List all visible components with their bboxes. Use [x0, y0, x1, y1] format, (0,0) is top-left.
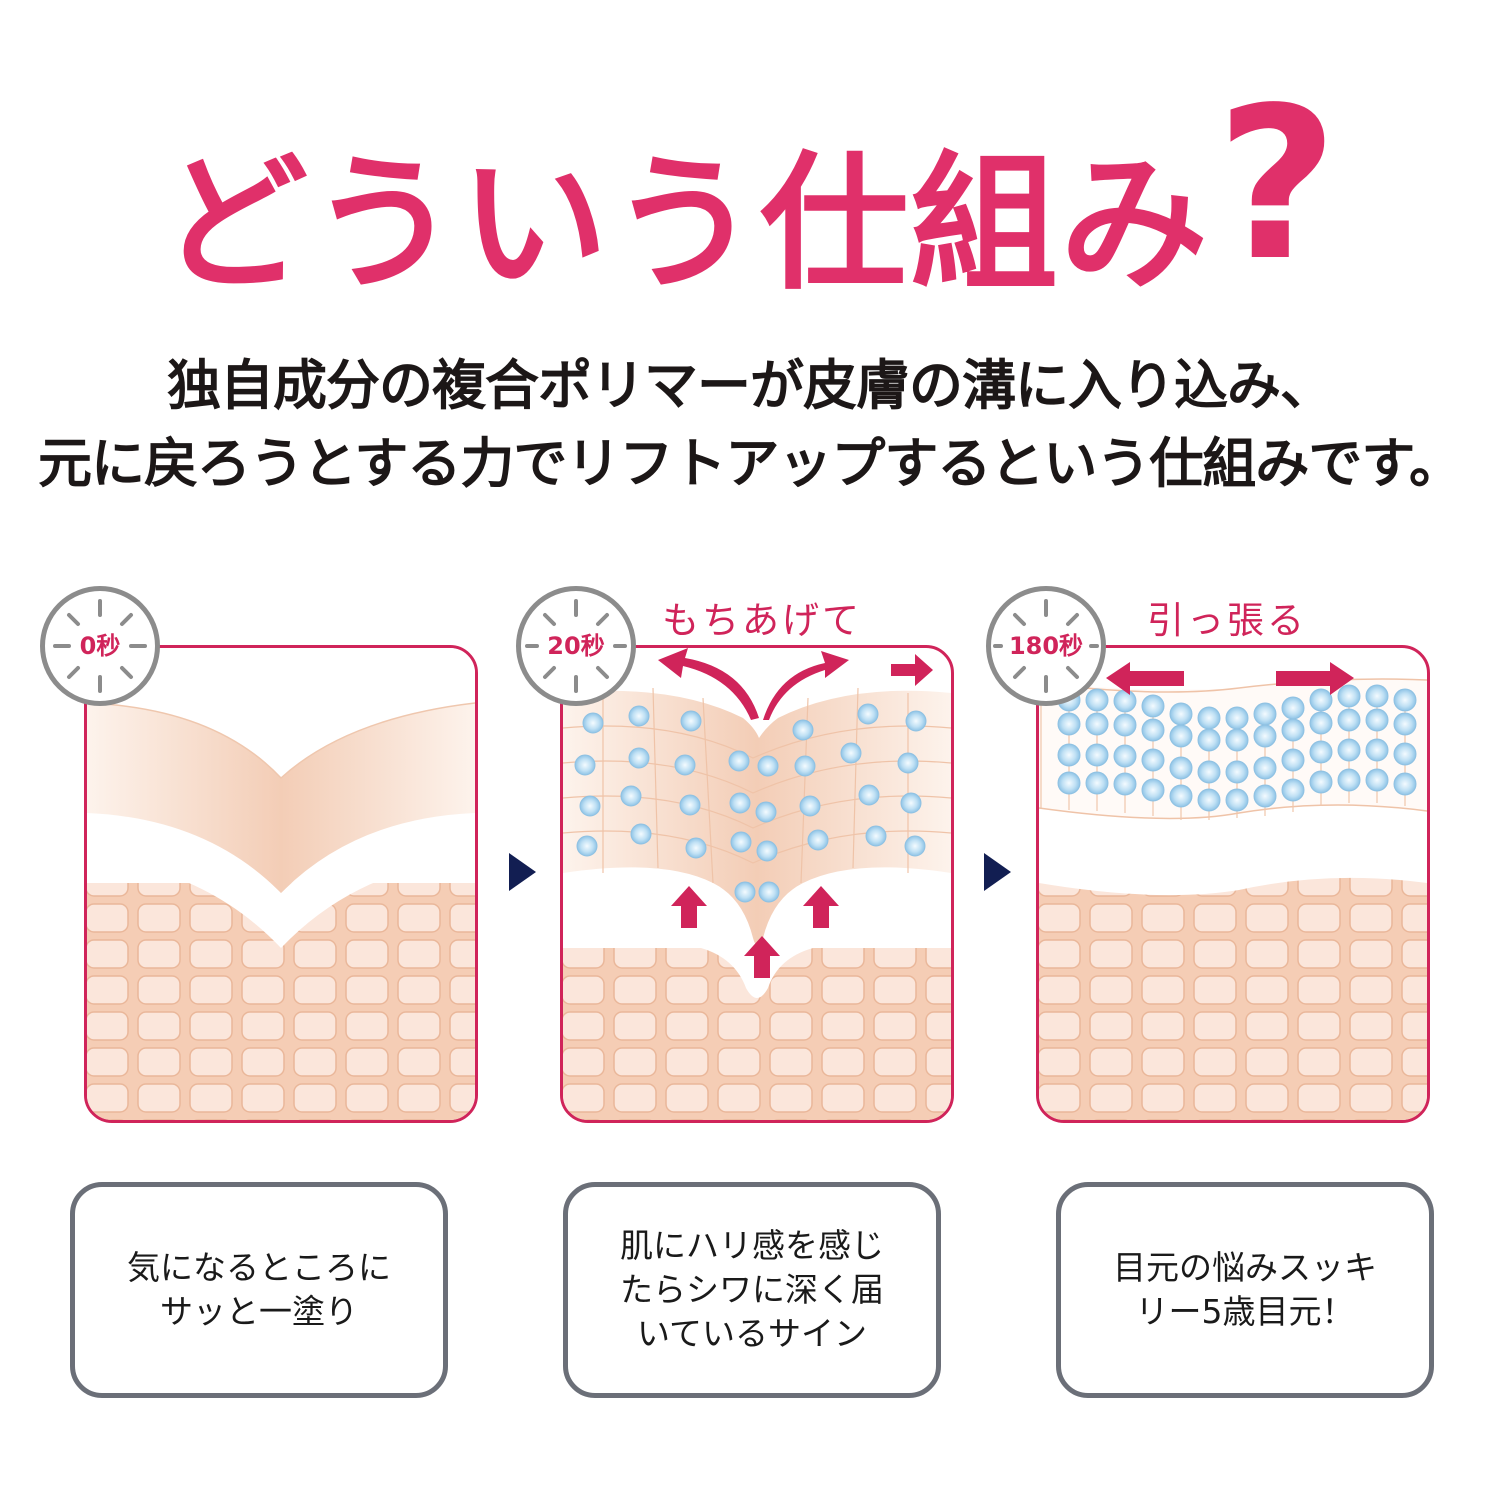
polymer-grid: [1057, 684, 1417, 812]
caption-text-0: 気になるところに サッと一塗り: [127, 1248, 391, 1331]
triangle-right-icon: [984, 853, 1011, 891]
clock-time-0: 0秒: [77, 632, 123, 660]
stage-label-lift: もちあげて: [662, 599, 862, 642]
horizontal-arrow-icon: [1106, 662, 1354, 695]
step-panel-20s: [560, 645, 954, 1123]
step-panel-0s: [84, 645, 478, 1123]
title-text: どういう仕組み: [160, 138, 1211, 310]
page-title: どういう仕組み?: [0, 80, 1500, 314]
question-mark: ?: [1216, 62, 1340, 307]
up-arrow-icon: [671, 886, 839, 978]
clock-time-2: 180秒: [1006, 632, 1086, 660]
subtitle-line-2: 元に戻ろうとする力でリフトアップするという仕組みです。: [38, 431, 1463, 495]
triangle-right-icon: [509, 853, 536, 891]
step-panel-180s: [1036, 645, 1430, 1123]
wrinkle-illustration: [87, 648, 475, 1120]
curved-arrow-icon: [658, 648, 933, 720]
caption-box-1: 肌にハリ感を感じ たらシワに深く届 いているサイン: [563, 1182, 941, 1398]
caption-text-2: 目元の悩みスッキ リー5歳目元！: [1113, 1248, 1377, 1331]
stage-label-pull: 引っ張る: [1147, 599, 1307, 642]
clock-time-1: 20秒: [545, 632, 607, 660]
polymer-stretched-illustration: [1039, 678, 1427, 1120]
polymer-lifting-illustration: [563, 648, 951, 1120]
caption-box-2: 目元の悩みスッキ リー5歳目元！: [1056, 1182, 1434, 1398]
caption-text-1: 肌にハリ感を感じ たらシワに深く届 いているサイン: [620, 1226, 884, 1353]
stopwatch-clock-icon: 0秒: [40, 586, 160, 706]
subtitle-line-1: 独自成分の複合ポリマーが皮膚の溝に入り込み、: [167, 353, 1334, 417]
caption-box-0: 気になるところに サッと一塗り: [70, 1182, 448, 1398]
stopwatch-clock-icon: 20秒: [516, 586, 636, 706]
stopwatch-clock-icon: 180秒: [986, 586, 1106, 706]
